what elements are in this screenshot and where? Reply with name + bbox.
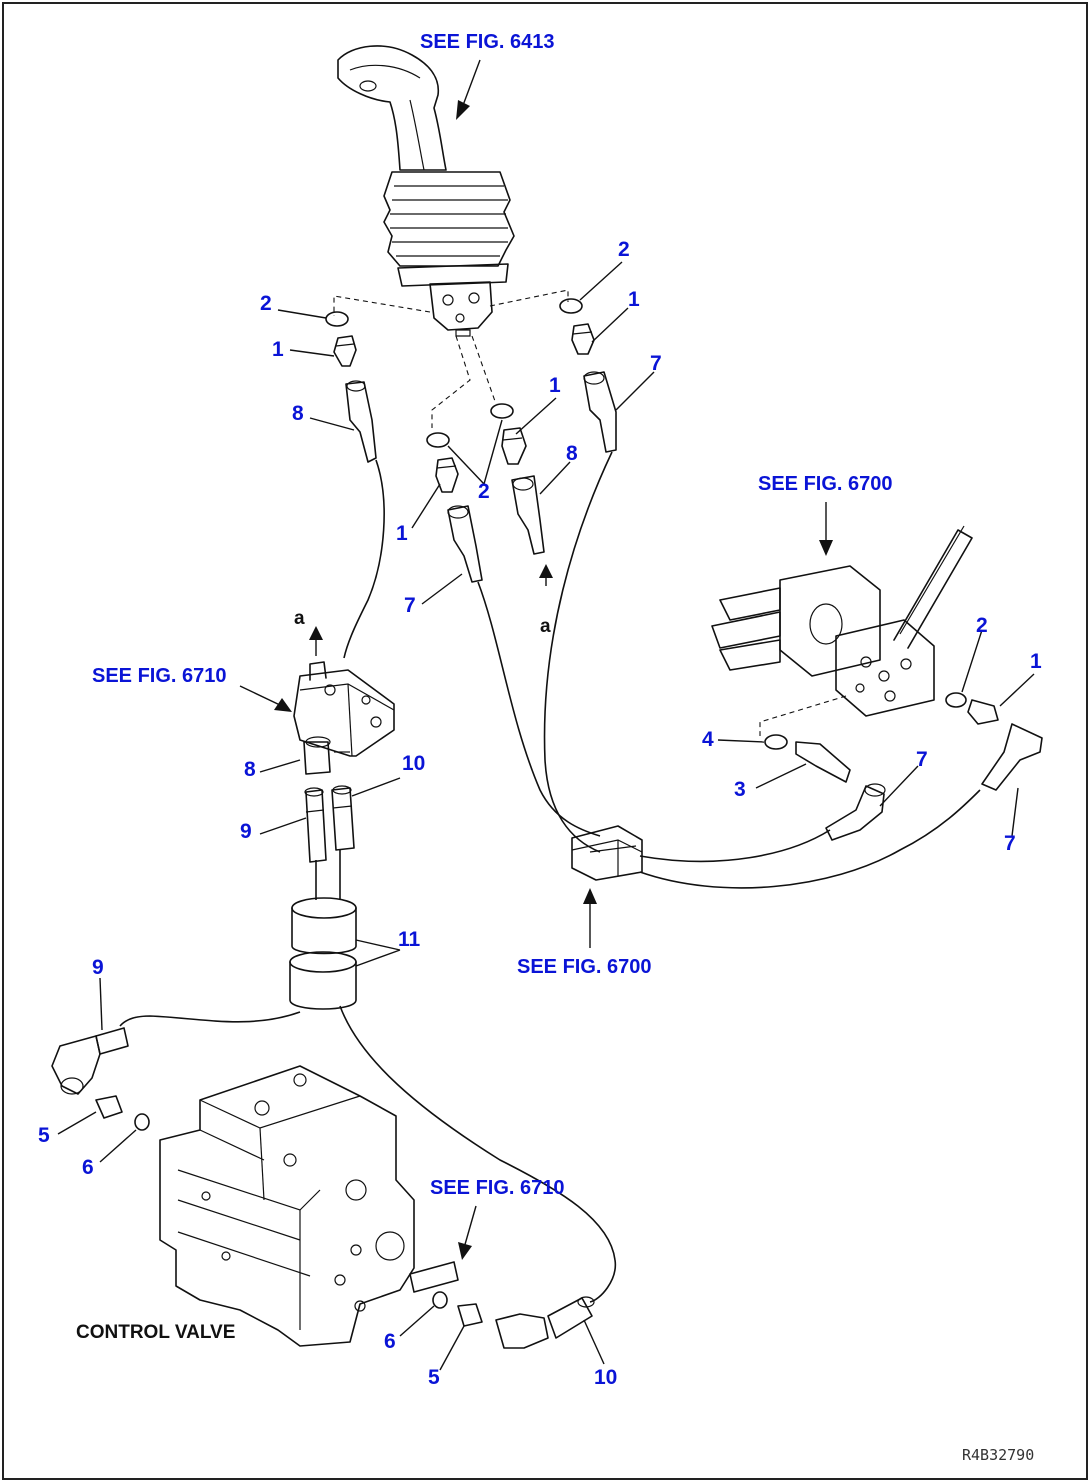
callout-6-lower-left: 6 <box>82 1156 94 1179</box>
hose-7-right-far <box>639 789 981 889</box>
joystick-lever <box>337 45 515 337</box>
callout-2-right-assy: 2 <box>976 614 988 637</box>
hose-10-lower <box>339 1005 616 1303</box>
right-valve-assembly <box>711 525 973 717</box>
callout-10-block: 10 <box>402 752 425 775</box>
left-port-fittings <box>325 311 377 463</box>
protector-sleeves-11 <box>289 897 357 1010</box>
hose-7-right-mid <box>639 829 831 863</box>
callout-1-center-upper: 1 <box>549 374 561 397</box>
callout-7-top-right: 7 <box>650 352 662 375</box>
lower-right-fittings <box>432 1291 595 1349</box>
control-valve <box>159 1065 459 1347</box>
callout-3-right-assy: 3 <box>734 778 746 801</box>
ref-fig-6710-lower: SEE FIG. 6710 <box>430 1177 565 1199</box>
ref-fig-6700-top: SEE FIG. 6700 <box>758 473 893 495</box>
callout-4-right-assy: 4 <box>702 728 714 751</box>
ref-fig-6700-bottom: SEE FIG. 6700 <box>517 956 652 978</box>
ref-fig-6710-upper: SEE FIG. 6710 <box>92 665 227 687</box>
marker-a-left: a <box>294 608 305 629</box>
callout-5-lower-right: 5 <box>428 1366 440 1389</box>
ref-fig-6413: SEE FIG. 6413 <box>420 31 555 53</box>
callout-7-right-far: 7 <box>1004 832 1016 855</box>
right-assembly-fittings <box>764 692 1043 841</box>
hose-clamp-block <box>571 825 643 881</box>
drawing-code: R4B32790 <box>962 1446 1034 1464</box>
callout-8-block: 8 <box>244 758 256 781</box>
marker-a-right: a <box>540 616 551 637</box>
pilot-block <box>293 661 395 775</box>
callout-2-center: 2 <box>478 480 490 503</box>
callout-2-top-right: 2 <box>618 238 630 261</box>
callout-11: 11 <box>398 928 421 951</box>
callout-2-left: 2 <box>260 292 272 315</box>
callout-10-lower-right: 10 <box>594 1366 617 1389</box>
callout-9-lower: 9 <box>92 956 104 979</box>
callout-1-left: 1 <box>272 338 284 361</box>
callout-5-lower-left: 5 <box>38 1124 50 1147</box>
hose-9-lower <box>119 1011 301 1027</box>
center-port-fittings <box>426 403 545 583</box>
lower-left-fittings <box>51 1027 150 1131</box>
callout-1-top-right: 1 <box>628 288 640 311</box>
callout-1-center-lower: 1 <box>396 522 408 545</box>
hose-7-center <box>477 581 601 837</box>
hose-7-upper <box>543 451 613 853</box>
callout-8-left: 8 <box>292 402 304 425</box>
block-fittings-9-10 <box>304 785 355 863</box>
top-right-port-fittings <box>559 298 617 453</box>
callout-6-lower-right: 6 <box>384 1330 396 1353</box>
callout-1-right-assy: 1 <box>1030 650 1042 673</box>
hose-8-left <box>343 459 385 659</box>
control-valve-label: CONTROL VALVE <box>76 1322 235 1343</box>
callout-7-right-mid: 7 <box>916 748 928 771</box>
callout-9-block: 9 <box>240 820 252 843</box>
callout-8-center: 8 <box>566 442 578 465</box>
callout-7-center: 7 <box>404 594 416 617</box>
